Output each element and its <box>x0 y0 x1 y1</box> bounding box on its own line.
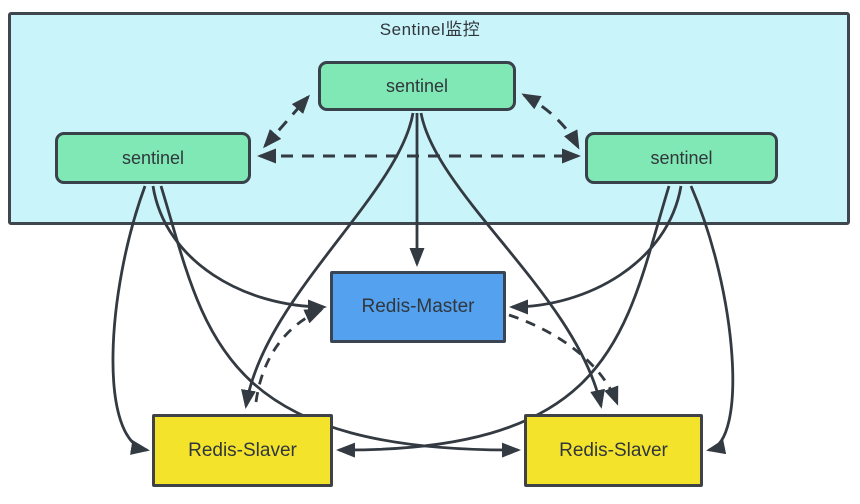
node-redis-slaver-right: Redis-Slaver <box>524 414 703 487</box>
edge-left-slaver-to-master <box>254 308 324 403</box>
node-redis-master: Redis-Master <box>330 271 506 343</box>
edge-left-sentinel-to-master <box>151 185 327 315</box>
edge-sentinel-top-right <box>521 93 580 150</box>
edge-right-sentinel-to-left-slaver <box>336 185 671 458</box>
edge-top-sentinel-to-left-slaver <box>241 112 415 409</box>
sentinel-monitor-group <box>8 12 850 225</box>
node-redis-slaver-left: Redis-Slaver <box>152 414 333 487</box>
node-sentinel-left: sentinel <box>55 132 251 184</box>
group-title: Sentinel监控 <box>379 20 481 39</box>
edge-right-sentinel-to-right-slaver <box>689 185 735 455</box>
edge-sentinel-left-top <box>263 94 310 149</box>
edge-top-sentinel-to-right-slaver <box>419 112 605 409</box>
node-sentinel-left-label: sentinel <box>121 147 185 168</box>
edge-right-sentinel-to-master <box>509 185 683 315</box>
node-sentinel-right-label: sentinel <box>650 147 713 168</box>
node-sentinel-top: sentinel <box>318 61 516 111</box>
node-redis-slaver-left-label: Redis-Slaver <box>188 439 297 461</box>
edge-left-sentinel-to-right-slaver <box>159 185 521 458</box>
node-sentinel-top-label: sentinel <box>385 75 449 96</box>
node-redis-master-label: Redis-Master <box>361 296 475 317</box>
node-redis-slaver-right-label: Redis-Slaver <box>559 439 668 461</box>
node-sentinel-right: sentinel <box>585 132 778 184</box>
edge-master-to-right-slaver <box>508 313 619 406</box>
edge-left-sentinel-to-left-slaver <box>111 185 150 455</box>
